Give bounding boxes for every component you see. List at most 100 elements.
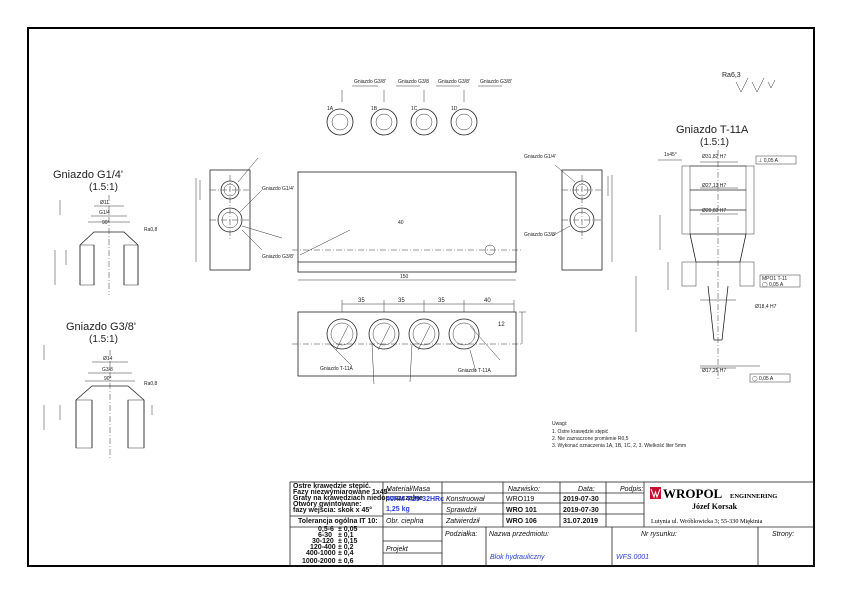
tolerance-value: ± 0,4 bbox=[338, 550, 354, 557]
header-name: Nazwisko: bbox=[508, 486, 540, 493]
designed-date: 2019-07-30 bbox=[563, 496, 599, 503]
hole-label-1d: 1D bbox=[451, 106, 458, 112]
company-owner: Józef Korsak bbox=[692, 502, 738, 511]
checker-name: WRO 101 bbox=[506, 507, 537, 514]
detail-title-t11a: Gniazdo T-11A bbox=[676, 124, 749, 136]
title-block: Ostre krawędzie stępić. Fazy niezwymiaro… bbox=[289, 481, 815, 567]
svg-text:40: 40 bbox=[398, 220, 404, 226]
side-view-right: Gniazdo G1/4' Gniazdo G3/8' bbox=[524, 154, 613, 271]
svg-text:Ø11: Ø11 bbox=[100, 200, 109, 206]
mass-value: 1,25 kg bbox=[386, 506, 410, 513]
company-logo: WROPOL ENGINNERING Józef Korsak Lutynia … bbox=[650, 486, 777, 525]
role-approved: Zatwierdził bbox=[445, 518, 480, 525]
svg-text:Ø31,82 H7: Ø31,82 H7 bbox=[702, 154, 726, 160]
label-t11a-left: Gniazdo T-11A bbox=[320, 366, 354, 372]
tolerance-range: 400-1000 bbox=[306, 550, 336, 557]
tolerance-value: ± 0,6 bbox=[338, 558, 354, 565]
scale-label: Podziałka: bbox=[445, 531, 477, 538]
svg-text:G3/8: G3/8 bbox=[102, 367, 113, 373]
dim-35-2: 35 bbox=[398, 298, 405, 304]
label-t11a-right: Gniazdo T-11A bbox=[458, 368, 492, 374]
middle-view: 150 40 bbox=[292, 171, 522, 281]
notes-title: Uwagi: bbox=[552, 421, 567, 427]
svg-text:Ø20,83 H7: Ø20,83 H7 bbox=[702, 208, 726, 214]
company-suffix: ENGINNERING bbox=[730, 493, 777, 500]
svg-text:Ø14: Ø14 bbox=[103, 356, 113, 362]
top-label-3: Gniazdo G3/8' bbox=[438, 79, 470, 85]
material-label: Materiał/Masa bbox=[386, 486, 430, 493]
role-designed: Konstruował bbox=[446, 496, 485, 503]
svg-text:MPO1 T-11: MPO1 T-11 bbox=[762, 276, 787, 282]
detail-scale-t11a: (1.5:1) bbox=[700, 137, 729, 148]
svg-text:Ra0,8: Ra0,8 bbox=[144, 227, 158, 233]
note-1: 1. Ostre krawędzie stępić bbox=[552, 429, 609, 435]
hole-label-1b: 1B bbox=[371, 106, 378, 112]
detail-scale-g14: (1.5:1) bbox=[89, 182, 118, 193]
tolerance-table: 0,5-6 ± 0,05 6-30 ± 0,1 30-120 ± 0,15 12… bbox=[302, 526, 358, 565]
project-label: Projekt bbox=[386, 546, 409, 553]
role-checked: Sprawdził bbox=[446, 507, 477, 514]
svg-text:90°: 90° bbox=[104, 376, 112, 382]
roughness-symbol: Ra6,3 bbox=[722, 72, 776, 93]
svg-text:Ø18,4 H7: Ø18,4 H7 bbox=[755, 304, 777, 310]
tolerance-value: ± 0,05 bbox=[338, 526, 358, 533]
svg-text:◯ 0,05 A: ◯ 0,05 A bbox=[762, 282, 784, 288]
dim-12: 12 bbox=[498, 322, 505, 328]
part-name-label: Nazwa przedmiotu: bbox=[489, 531, 549, 538]
tolerance-range: 30-120 bbox=[312, 538, 334, 545]
note-3: 3. Wykonać oznaczenia 1A, 1B, 1C, 2, 3. … bbox=[552, 443, 686, 449]
detail-scale-g38: (1.5:1) bbox=[89, 334, 118, 345]
dim-35-3: 35 bbox=[438, 298, 445, 304]
hole-label-1a: 1A bbox=[327, 106, 334, 112]
svg-text:G1/4: G1/4 bbox=[99, 210, 110, 216]
tolerance-value: ± 0,15 bbox=[338, 538, 358, 545]
detail-title-g14: Gniazdo G1/4' bbox=[53, 169, 123, 181]
edge-note-4: Otwory gwintowane: bbox=[293, 501, 361, 508]
header-date: Data: bbox=[578, 486, 595, 493]
tolerance-range: 120-400 bbox=[310, 544, 336, 551]
edge-note-1: Ostre krawędzie stępić. bbox=[293, 483, 371, 490]
detail-view-g38: Gniazdo G3/8' (1.5:1) Ø14 G3/8 90° Ra0,8 bbox=[43, 321, 158, 458]
material-value: 40HM T.29-32HRc bbox=[386, 496, 444, 503]
svg-text:150: 150 bbox=[400, 274, 409, 280]
checked-date: 2019-07-30 bbox=[563, 507, 599, 514]
label-g14-left: Gniazdo G1/4' bbox=[262, 186, 294, 192]
label-g38-left: Gniazdo G3/8' bbox=[262, 254, 294, 260]
tolerance-title: Tolerancja ogólna IT 10: bbox=[298, 518, 378, 525]
side-view-left: Gniazdo G1/4' Gniazdo G3/8' bbox=[195, 157, 294, 271]
svg-text:Ø17,25 H7: Ø17,25 H7 bbox=[702, 368, 726, 374]
dim-35-1: 35 bbox=[358, 298, 365, 304]
approved-date: 31.07.2019 bbox=[563, 518, 598, 525]
top-label-1: Gniazdo G3/8' bbox=[354, 79, 386, 85]
front-view: 35 35 35 40 12 Gniazdo T-11A Gniazdo T-1… bbox=[292, 298, 526, 385]
tolerance-range: 0,5-6 bbox=[318, 526, 334, 533]
tolerance-range: 6-30 bbox=[318, 532, 332, 539]
edge-note-3: Graty na krawędziach niedopuszczalne bbox=[293, 495, 423, 502]
designer-name: WRO119 bbox=[506, 496, 534, 503]
label-g14-right: Gniazdo G1/4' bbox=[524, 154, 556, 160]
label-g38-right: Gniazdo G3/8' bbox=[524, 232, 556, 238]
company-name: WROPOL bbox=[663, 486, 723, 501]
edge-note-5: fazy wejścia: skok x 45° bbox=[293, 506, 372, 514]
top-view: Gniazdo G3/8' Gniazdo G3/8 Gniazdo G3/8'… bbox=[326, 79, 512, 136]
header-signature: Podpis: bbox=[620, 486, 643, 493]
tolerance-value: ± 0,2 bbox=[338, 544, 354, 551]
hole-label-1c: 1C bbox=[411, 106, 418, 112]
company-address: Lutynia ul. Wróblowicka 3; 55-330 Miękin… bbox=[651, 518, 763, 525]
top-label-4: Gniazdo G3/8' bbox=[480, 79, 512, 85]
roughness-label: Ra6,3 bbox=[722, 72, 741, 79]
approver-name: WRO 106 bbox=[506, 518, 537, 525]
svg-text:◯ 0,05 A: ◯ 0,05 A bbox=[752, 376, 774, 382]
svg-text:Ø27,13 H7: Ø27,13 H7 bbox=[702, 183, 726, 189]
note-2: 2. Nie zaznaczone promienie R0,5 bbox=[552, 436, 629, 442]
heat-treatment-label: Obr. cieplna bbox=[386, 518, 424, 525]
tolerance-range: 1000-2000 bbox=[302, 558, 336, 565]
edge-note-2: Fazy niezwymiarowane 1x45° bbox=[293, 488, 391, 496]
part-name: Blok hydrauliczny bbox=[490, 554, 545, 561]
top-label-2: Gniazdo G3/8 bbox=[398, 79, 429, 85]
notes-block: Uwagi: 1. Ostre krawędzie stępić 2. Nie … bbox=[552, 421, 686, 449]
drawing-number-label: Nr rysunku: bbox=[641, 531, 677, 538]
drawing-number: WFS.0001 bbox=[616, 554, 649, 561]
tolerance-value: ± 0,1 bbox=[338, 532, 354, 539]
